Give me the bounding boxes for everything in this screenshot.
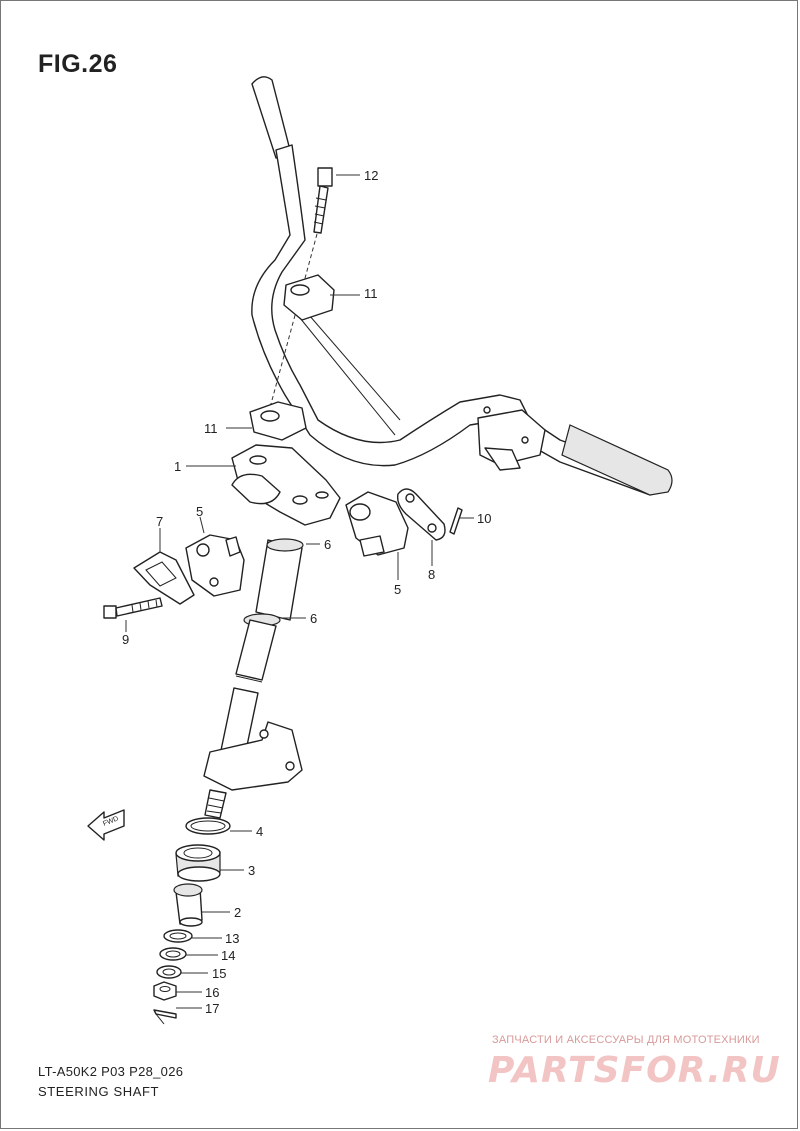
- callout-7: 7: [156, 514, 163, 529]
- callout-2: 2: [234, 905, 241, 920]
- bracket-7: [133, 551, 195, 605]
- watermark-logo: PARTSFOR.RU: [488, 1050, 781, 1091]
- nut-16: [153, 981, 177, 1001]
- watermark-tagline: ЗАПЧАСТИ И АКСЕССУАРЫ ДЛЯ МОТОТЕХНИКИ: [492, 1034, 760, 1046]
- fwd-arrow-icon: FWD: [87, 809, 125, 841]
- callout-6-lower: 6: [310, 611, 317, 626]
- callout-11-upper: 11: [364, 286, 378, 301]
- callout-14: 14: [221, 948, 235, 963]
- callout-17: 17: [205, 1001, 219, 1016]
- callout-8: 8: [428, 567, 435, 582]
- seal-3: [175, 844, 221, 882]
- bolt-9: [103, 597, 163, 619]
- figure-title: FIG.26: [38, 50, 118, 78]
- callout-4: 4: [256, 824, 263, 839]
- callout-1: 1: [174, 459, 181, 474]
- holder-upper-11: [283, 274, 335, 321]
- washer-13: [163, 929, 193, 943]
- model-code: LT-A50K2 P03 P28_026: [38, 1064, 184, 1079]
- plate-upper-1: [231, 444, 341, 526]
- steering-shaft: [203, 538, 304, 819]
- callout-11-lower: 11: [204, 421, 218, 436]
- plate-8: [396, 488, 446, 541]
- callout-3: 3: [248, 863, 255, 878]
- cotter-pin-10: [449, 507, 463, 535]
- callout-9: 9: [122, 632, 129, 647]
- bolt-12: [313, 167, 333, 234]
- callout-5-left: 5: [196, 504, 203, 519]
- callout-5-right: 5: [394, 582, 401, 597]
- callout-15: 15: [212, 966, 226, 981]
- bushing-2: [173, 883, 203, 927]
- clamp-left-5: [185, 534, 245, 597]
- cotter-pin-17: [153, 1009, 177, 1025]
- holder-lower-11: [249, 401, 307, 441]
- diagram-name: STEERING SHAFT: [38, 1084, 160, 1099]
- callout-10: 10: [477, 511, 491, 526]
- washer-15: [156, 965, 182, 979]
- washer-14: [159, 947, 187, 961]
- handlebar: [251, 76, 673, 496]
- callout-16: 16: [205, 985, 219, 1000]
- callout-6-upper: 6: [324, 537, 331, 552]
- callout-12: 12: [364, 168, 378, 183]
- o-ring-4: [185, 817, 231, 835]
- clamp-right-5: [345, 491, 409, 557]
- callout-13: 13: [225, 931, 239, 946]
